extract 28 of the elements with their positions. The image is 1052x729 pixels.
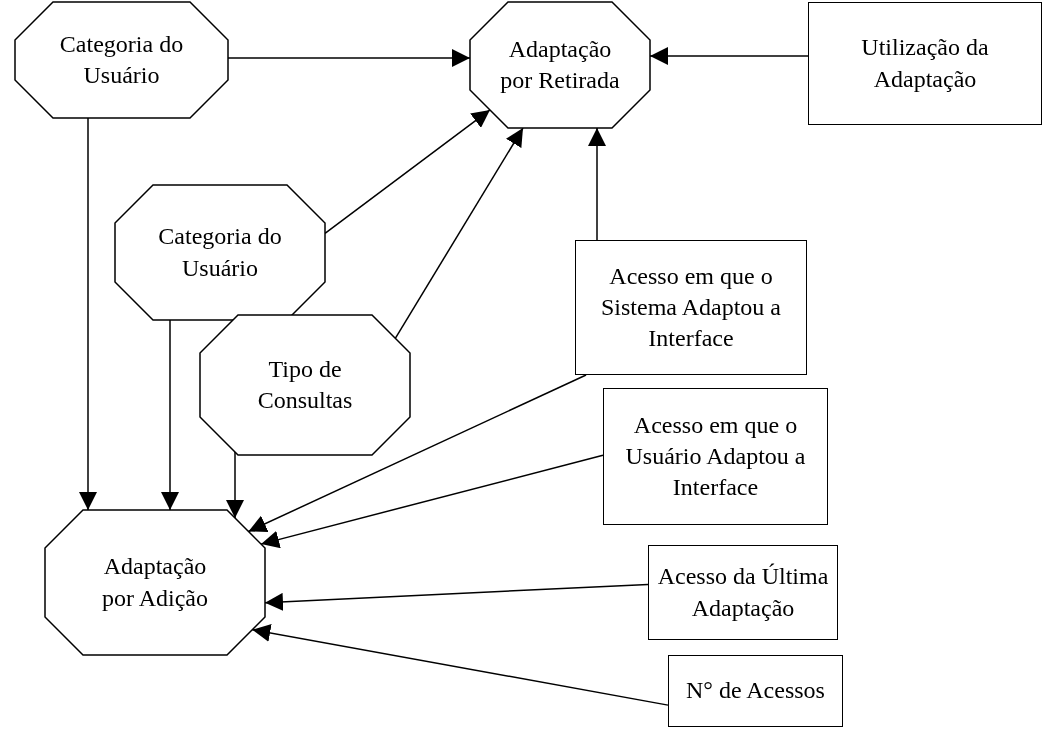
node-label: N° de Acessos	[685, 676, 826, 706]
process-box	[648, 545, 838, 640]
arrow	[247, 374, 587, 533]
node-label: Acesso em que o Usuário Adaptou a Interface	[624, 410, 807, 503]
octagon-node	[200, 315, 410, 455]
process-box	[668, 655, 843, 727]
arrow	[226, 451, 244, 519]
node-label: Adaptação por Adição	[101, 552, 209, 613]
arrow	[79, 117, 97, 511]
node-label: Utilização da Adaptação	[860, 33, 990, 94]
node-label: Tipo de Consultas	[256, 354, 354, 415]
arrow	[394, 127, 524, 340]
octagon-node	[115, 185, 325, 320]
node-label: Acesso da Última Adaptação	[656, 562, 830, 623]
node-label: Adaptação por Retirada	[499, 34, 621, 95]
process-box	[603, 388, 828, 525]
octagon-node	[15, 2, 228, 118]
octagon-node	[470, 2, 650, 128]
arrow	[588, 127, 606, 241]
process-box	[808, 2, 1042, 125]
node-label: Categoria do Usuário	[58, 29, 185, 90]
process-box	[575, 240, 807, 375]
node-label: Categoria do Usuário	[157, 222, 283, 283]
octagon-node	[45, 510, 265, 655]
arrow	[161, 319, 179, 511]
arrow	[260, 454, 604, 549]
arrow	[251, 624, 669, 706]
node-label: Acesso em que o Sistema Adaptou a Interface	[600, 261, 782, 354]
